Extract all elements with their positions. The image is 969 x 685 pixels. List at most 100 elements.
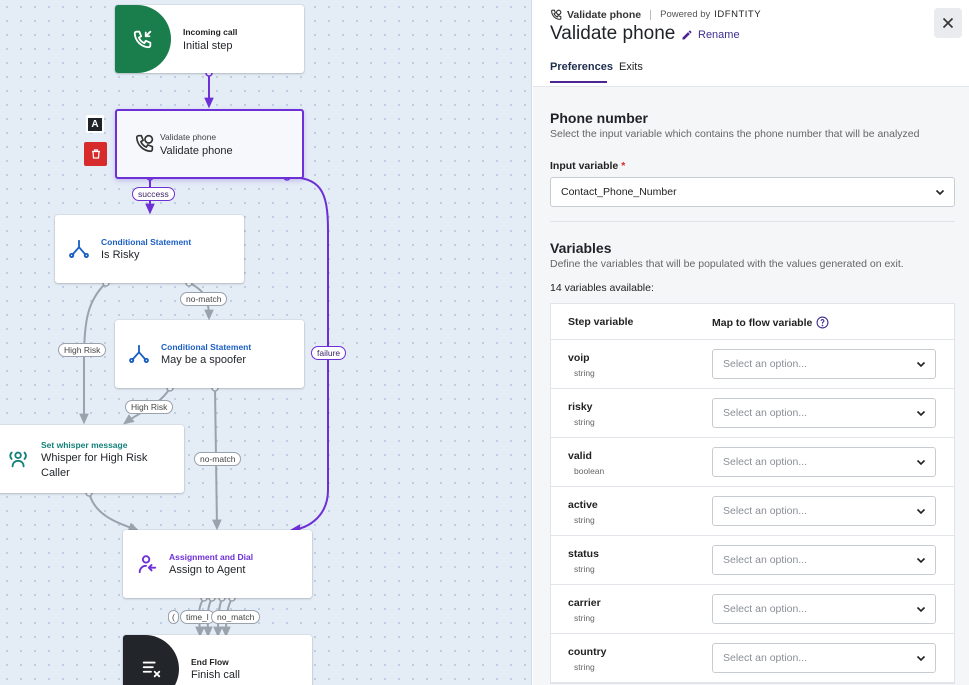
chevron-down-icon	[935, 189, 945, 196]
tab-preferences[interactable]: Preferences	[550, 61, 613, 73]
variables-description: Define the variables that will be popula…	[550, 258, 904, 270]
chevron-down-icon	[916, 606, 926, 613]
map-variable-select[interactable]: Select an option...	[712, 398, 936, 428]
edge-whisper-assign	[88, 492, 140, 532]
powered-by-label: Powered by	[660, 9, 711, 20]
rename-button[interactable]: Rename	[681, 29, 740, 41]
node-title: Initial step	[183, 40, 233, 52]
node-end-flow[interactable]: End Flow Finish call	[123, 635, 312, 685]
map-variable-select[interactable]: Select an option...	[712, 594, 936, 624]
table-header: Step variable Map to flow variable	[551, 304, 954, 340]
delete-node-button[interactable]	[84, 142, 107, 166]
phone-incoming-icon	[115, 5, 171, 73]
close-icon	[942, 17, 954, 29]
table-row: risky string Select an option...	[551, 389, 954, 438]
col-map-to-flow: Map to flow variable	[712, 316, 829, 329]
panel-title: Validate phone	[550, 23, 676, 44]
input-variable-select[interactable]: Contact_Phone_Number	[550, 177, 955, 207]
help-icon[interactable]	[816, 316, 829, 329]
table-row: valid boolean Select an option...	[551, 438, 954, 487]
node-type-label: End Flow	[191, 657, 229, 667]
node-whisper-message[interactable]: Set whisper message Whisper for High Ris…	[0, 425, 184, 493]
table-row: country string Select an option...	[551, 634, 954, 683]
chevron-down-icon	[916, 655, 926, 662]
node-validate-phone[interactable]: Validate phone Validate phone	[115, 109, 304, 179]
divider	[650, 9, 652, 20]
edge-label-failure[interactable]: failure	[311, 346, 347, 360]
node-is-risky[interactable]: Conditional Statement Is Risky	[55, 215, 244, 283]
chevron-down-icon	[916, 557, 926, 564]
add-text-label-button[interactable]: A	[86, 115, 104, 133]
trash-icon	[91, 149, 100, 159]
breadcrumb: Validate phone Powered by IDFNTITY	[550, 8, 761, 21]
variable-type: string	[574, 368, 595, 378]
node-title: Finish call	[191, 669, 240, 681]
table-row: active string Select an option...	[551, 487, 954, 536]
edge-label-success[interactable]: success	[132, 187, 175, 201]
table-body: voip string Select an option... risky st…	[551, 340, 954, 683]
table-row: voip string Select an option...	[551, 340, 954, 389]
variable-name: active	[568, 499, 598, 511]
divider	[550, 221, 955, 222]
variable-name: voip	[568, 352, 590, 364]
map-variable-select[interactable]: Select an option...	[712, 349, 936, 379]
col-step-variable: Step variable	[568, 316, 634, 328]
whisper-icon	[7, 447, 31, 471]
node-title: May be a spoofer	[161, 354, 246, 366]
chevron-down-icon	[916, 361, 926, 368]
map-variable-select[interactable]: Select an option...	[712, 545, 936, 575]
select-placeholder: Select an option...	[723, 603, 808, 615]
select-placeholder: Select an option...	[723, 505, 808, 517]
map-variable-select[interactable]: Select an option...	[712, 496, 936, 526]
phone-check-icon	[551, 9, 562, 20]
variable-name: risky	[568, 401, 593, 413]
edge-failure	[286, 176, 329, 534]
branch-icon	[127, 342, 151, 366]
variables-heading: Variables	[550, 240, 612, 256]
input-variable-label-text: Input variable	[550, 160, 619, 172]
edge-label-high-risk[interactable]: High Risk	[58, 343, 107, 357]
variable-type: string	[574, 564, 595, 574]
select-placeholder: Select an option...	[723, 456, 808, 468]
variable-name: status	[568, 548, 599, 560]
phone-check-icon	[131, 129, 159, 157]
edge-label-no-match[interactable]: no-match	[194, 452, 242, 466]
node-may-be-spoofer[interactable]: Conditional Statement May be a spoofer	[115, 320, 304, 388]
node-title: Whisper for High Risk Caller	[41, 452, 148, 479]
select-placeholder: Select an option...	[723, 407, 808, 419]
node-title: Validate phone	[160, 145, 233, 157]
variable-type: string	[574, 662, 595, 672]
edge-label-partial[interactable]: (	[168, 610, 179, 624]
chevron-down-icon	[916, 410, 926, 417]
pencil-icon	[682, 30, 692, 40]
flow-canvas[interactable]: Incoming call Initial step A Validate ph…	[0, 0, 532, 685]
edge-label-no-match[interactable]: no-match	[180, 292, 228, 306]
brand-logo: IDFNTITY	[714, 9, 762, 20]
chevron-down-icon	[916, 508, 926, 515]
breadcrumb-label: Validate phone	[567, 8, 642, 21]
node-type-label: Conditional Statement	[101, 237, 192, 247]
map-variable-select[interactable]: Select an option...	[712, 447, 936, 477]
node-assign-agent[interactable]: Assignment and Dial Assign to Agent	[123, 530, 312, 598]
variable-type: boolean	[574, 466, 605, 476]
properties-panel: Validate phone Powered by IDFNTITY Valid…	[533, 0, 969, 685]
variable-type: string	[574, 613, 595, 623]
node-type-label: Set whisper message	[41, 440, 128, 450]
branch-icon	[67, 237, 91, 261]
variables-table: Step variable Map to flow variable voip …	[550, 303, 955, 684]
variable-type: string	[574, 515, 595, 525]
tab-exits[interactable]: Exits	[619, 61, 643, 73]
node-incoming-call[interactable]: Incoming call Initial step	[115, 5, 304, 73]
close-button[interactable]	[934, 8, 962, 38]
node-type-label: Conditional Statement	[161, 342, 252, 352]
edge-label-time-limit[interactable]: time_l	[180, 610, 215, 624]
edge-label-high-risk[interactable]: High Risk	[125, 400, 174, 414]
required-mark: *	[621, 160, 626, 172]
node-type-label: Incoming call	[183, 27, 238, 37]
node-type-label: Assignment and Dial	[169, 552, 254, 562]
node-type-label: Validate phone	[160, 132, 217, 142]
select-placeholder: Select an option...	[723, 554, 808, 566]
text-label-icon: A	[88, 117, 102, 131]
edge-label-no-match[interactable]: no_match	[211, 610, 261, 624]
map-variable-select[interactable]: Select an option...	[712, 643, 936, 673]
